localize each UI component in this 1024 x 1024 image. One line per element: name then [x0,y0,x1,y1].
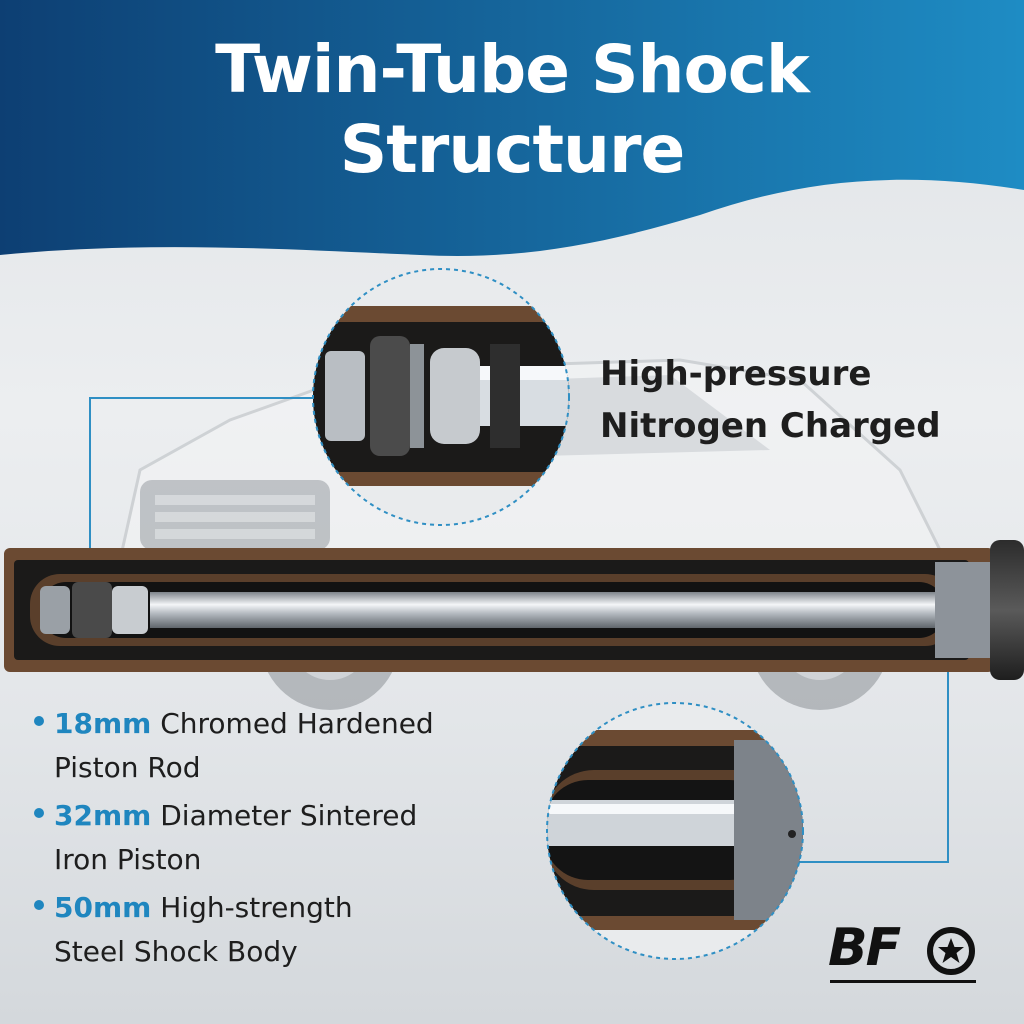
shock-cutaway-image [4,540,1024,680]
spec-line-2: Steel Shock Body [54,935,298,968]
spec-line-2: Piston Rod [54,751,201,784]
brand-logo: BF [828,916,978,986]
spec-list: 18mm Chromed Hardened Piston Rod 32mm Di… [32,702,552,978]
nitrogen-feature-label: High-pressure Nitrogen Charged [600,348,1000,452]
logo-underline [830,980,976,983]
spec-highlight: 18mm [54,707,152,740]
bullet-dot-icon [34,716,44,726]
piston-end-zoom-image [546,702,804,960]
spec-line-2: Iron Piston [54,843,202,876]
spec-item-shock-body: 50mm High-strength Steel Shock Body [32,886,552,974]
header-banner [0,0,1024,256]
bullet-dot-icon [34,900,44,910]
spec-line-1: 18mm Chromed Hardened [54,702,552,746]
spec-highlight: 32mm [54,799,152,832]
title-line-2: Structure [339,111,686,188]
spec-item-piston-rod: 18mm Chromed Hardened Piston Rod [32,702,552,790]
nitrogen-feature-line-2: Nitrogen Charged [600,406,941,446]
nitrogen-chamber-zoom-image [312,268,570,526]
brand-logo-text: BF [828,918,901,978]
spec-text: High-strength [151,891,353,924]
spec-highlight: 50mm [54,891,152,924]
spec-text: Chromed Hardened [151,707,434,740]
star-circle-icon [927,927,975,975]
spec-text: Diameter Sintered [151,799,418,832]
spec-item-piston: 32mm Diameter Sintered Iron Piston [32,794,552,882]
nitrogen-feature-line-1: High-pressure [600,354,872,394]
spec-line-1: 50mm High-strength [54,886,552,930]
title-line-1: Twin-Tube Shock [215,31,810,108]
bullet-dot-icon [34,808,44,818]
spec-line-1: 32mm Diameter Sintered [54,794,552,838]
page-title: Twin-Tube Shock Structure [0,30,1024,190]
